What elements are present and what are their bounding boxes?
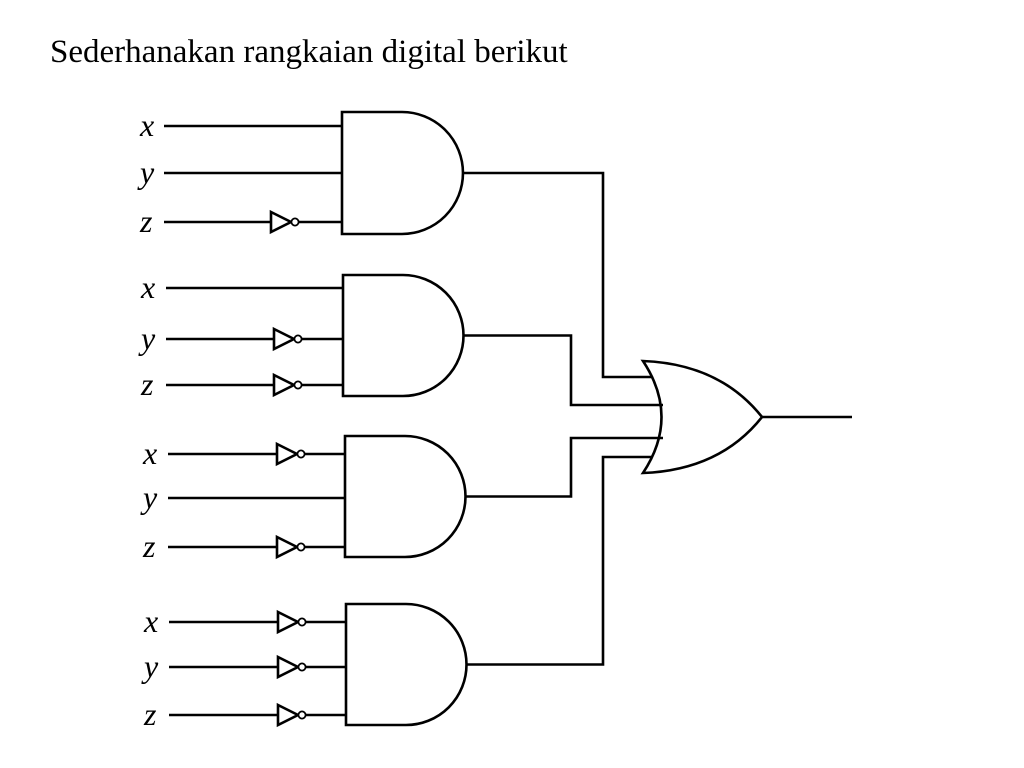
and-gate-2 [341, 273, 465, 398]
input-label-x: x [142, 435, 157, 471]
not-gate-triangle [272, 326, 297, 352]
or-gate [640, 359, 764, 475]
input-label-y: y [137, 154, 155, 190]
and-gate-group-2: xyz [138, 269, 465, 402]
not-gate-triangle [272, 372, 297, 398]
not-gate-triangle [276, 609, 301, 635]
and-gate-1 [340, 110, 465, 236]
and-to-or-wire-3 [465, 436, 663, 498]
and-to-or-wire-2 [463, 334, 663, 407]
input-label-z: z [142, 528, 156, 564]
page-title: Sederhanakan rangkaian digital berikut [50, 34, 568, 70]
and-to-or-wire-1 [463, 171, 652, 379]
and-gate-group-1: xyz [137, 107, 465, 239]
inversion-bubble [297, 662, 307, 672]
inversion-bubble [290, 217, 300, 227]
input-label-y: y [140, 479, 158, 515]
input-label-z: z [139, 203, 153, 239]
and-gate-group-3: xyz [140, 434, 467, 564]
inversion-bubble [297, 617, 307, 627]
inversion-bubble [296, 449, 306, 459]
input-label-y: y [141, 648, 159, 684]
inversion-bubble [293, 380, 303, 390]
inversion-bubble [296, 542, 306, 552]
and-to-or-wire-4 [466, 455, 652, 666]
not-gate-triangle [276, 654, 301, 680]
inversion-bubble [297, 710, 307, 720]
not-gate-triangle [275, 441, 300, 467]
and-gate-group-4: xyz [141, 602, 468, 732]
input-label-x: x [143, 603, 158, 639]
or-section [463, 171, 852, 666]
and-gate-3 [343, 434, 467, 559]
input-label-z: z [143, 696, 157, 732]
input-label-x: x [140, 269, 155, 305]
not-gate-triangle [275, 534, 300, 560]
not-gate-triangle [269, 209, 294, 235]
and-gate-4 [344, 602, 468, 727]
input-label-x: x [139, 107, 154, 143]
inversion-bubble [293, 334, 303, 344]
input-label-z: z [140, 366, 154, 402]
input-label-y: y [138, 320, 156, 356]
not-gate-triangle [276, 702, 301, 728]
